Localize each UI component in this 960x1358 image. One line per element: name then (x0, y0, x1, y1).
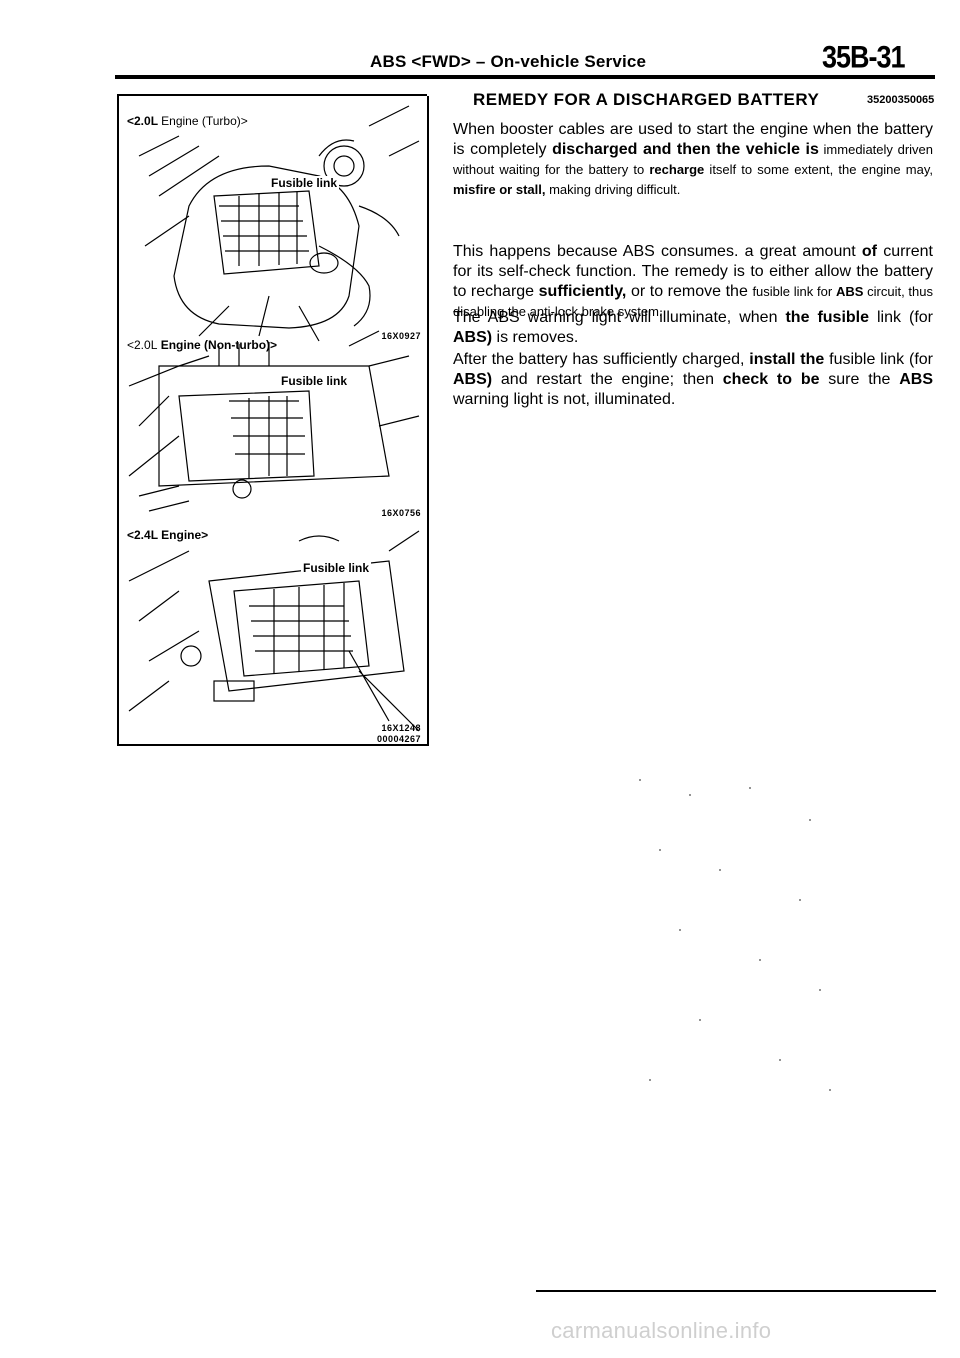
caption-prefix: <2.0L (127, 114, 158, 128)
text-run-bold: the fusible (785, 309, 870, 326)
text-run-bold: ABS (899, 371, 933, 388)
text-run: sure the (819, 371, 900, 388)
text-run: When booster cables are used to start th… (453, 121, 933, 158)
fusible-link-callout: Fusible link (301, 561, 372, 575)
page-number: 35B-31 (822, 39, 906, 75)
figure-caption: <2.0L Engine (Turbo)> (127, 114, 248, 128)
text-run: warning light is not, illuminated. (453, 391, 676, 408)
text-run-bold: ABS) (453, 329, 493, 346)
text-run: link (for (869, 309, 933, 326)
engine-bay-illustration (128, 330, 420, 512)
paragraph-2: This happens because ABS consumes. a gre… (453, 242, 933, 322)
text-run-bold: of (861, 243, 878, 260)
footer-rule (536, 1290, 936, 1292)
watermark: carmanualsonline.info (551, 1318, 772, 1343)
text-run: making driving difficult. (545, 182, 681, 197)
figure-caption: <2.0L Engine (Non-turbo)> (127, 338, 277, 352)
figure-caption: <2.4L Engine> (127, 528, 208, 542)
caption-rest: Engine (Turbo)> (161, 114, 248, 128)
text-run: is removes. (492, 329, 579, 346)
text-run-bold: misfire or stall, (453, 182, 546, 197)
text-run: current for its self-check function. The… (453, 243, 934, 300)
text-run: itself to some extent, the engine may, (704, 162, 933, 177)
figure-turbo: <2.0L Engine (Turbo)> Fusible link 16X09… (119, 96, 427, 344)
fusible-link-callout: Fusible link (269, 176, 340, 190)
text-run: immediately driven without waiting for t… (453, 142, 933, 177)
page-title: ABS <FWD> – On-vehicle Service (370, 52, 647, 71)
text-run-bold: ABS) (453, 371, 493, 388)
figure-frame-bottom (117, 744, 427, 746)
text-run-bold: recharge (649, 162, 705, 177)
figure-code-line2: 00004267 (376, 734, 421, 744)
page-header: ABS <FWD> – On-vehicle Service 35B-31 (0, 0, 960, 80)
text-run-bold: check to be (722, 371, 820, 388)
text-run: After the battery has sufficiently charg… (453, 351, 750, 368)
text-run-bold: sufficiently, (538, 283, 627, 300)
scan-noise (639, 779, 831, 1091)
figure-code-line1: 16X1248 (381, 723, 421, 733)
text-run: fusible link (for (824, 351, 933, 368)
caption-prefix: <2.4L (127, 528, 158, 542)
text-run: The ABS warning light will illuminate, w… (453, 309, 786, 326)
text-run: This happens because ABS consumes. a gre… (453, 243, 862, 260)
section-heading: REMEDY FOR A DISCHARGED BATTERY (473, 90, 820, 109)
figure-frame-top (117, 94, 427, 96)
figure-non-turbo: <2.0L Engine (Non-turbo)> Fusible link 1… (119, 326, 427, 526)
text-run: circuit, thus disabling the anti-lock br… (453, 284, 934, 319)
caption-rest: Engine (Non-turbo)> (160, 338, 278, 352)
figure-2-4l: <2.4L Engine> Fusible link 16X1248 00004… (119, 521, 427, 746)
text-run-bold: install the (749, 351, 825, 368)
fusible-link-callout: Fusible link (279, 374, 350, 388)
text-run: or to remove the (626, 283, 748, 300)
engine-bay-illustration (128, 530, 420, 732)
text-run-bold: discharged and then the vehicle is (552, 141, 819, 158)
paragraph-3: The ABS warning light will illuminate, w… (453, 308, 933, 348)
figure-code: 16X0927 (381, 331, 421, 341)
paragraph-1: When booster cables are used to start th… (453, 120, 933, 200)
text-run: fusible link for (752, 284, 836, 299)
caption-prefix: <2.0L (127, 338, 158, 352)
section-code: 35200350065 (867, 94, 935, 106)
paragraph-4: After the battery has sufficiently charg… (453, 350, 933, 410)
text-run: and restart the engine; then (492, 371, 723, 388)
figure-code: 16X1248 00004267 (377, 723, 421, 745)
figure-code: 16X0756 (381, 508, 421, 518)
text-run-bold: ABS (835, 284, 864, 299)
caption-rest: Engine> (161, 528, 209, 542)
engine-bay-illustration (138, 105, 420, 342)
figure-column: <2.0L Engine (Turbo)> Fusible link 16X09… (117, 96, 429, 746)
header-rule (115, 75, 935, 79)
